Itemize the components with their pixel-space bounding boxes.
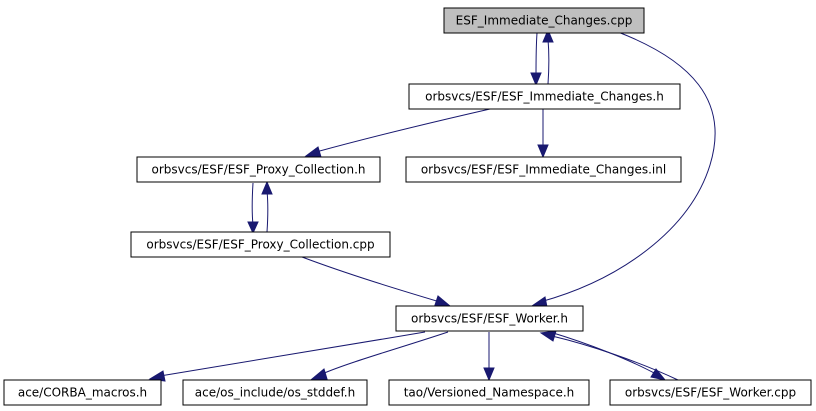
edge-worker-h-to-worker-cpp: [549, 331, 667, 381]
node-proxy-collection-h-label: orbsvcs/ESF/ESF_Proxy_Collection.h: [151, 163, 365, 177]
node-corba-macros-h[interactable]: ace/CORBA_macros.h: [3, 379, 162, 406]
node-versioned-namespace-h-label: tao/Versioned_Namespace.h: [404, 386, 575, 400]
node-proxy-collection-cpp-label: orbsvcs/ESF/ESF_Proxy_Collection.cpp: [146, 238, 374, 252]
node-immediate-changes-inl[interactable]: orbsvcs/ESF/ESF_Immediate_Changes.inl: [405, 156, 682, 183]
edge-worker-h-to-os-stddef: [310, 331, 449, 380]
edge-root-to-worker-h: [530, 31, 716, 308]
node-root[interactable]: ESF_Immediate_Changes.cpp: [443, 7, 645, 34]
node-os-stddef-h[interactable]: ace/os_include/os_stddef.h: [182, 379, 368, 406]
edge-root-to-immediate-changes-h: [530, 32, 542, 87]
node-corba-macros-h-label: ace/CORBA_macros.h: [18, 386, 147, 400]
node-versioned-namespace-h[interactable]: tao/Versioned_Namespace.h: [388, 379, 590, 406]
node-immediate-changes-h[interactable]: orbsvcs/ESF/ESF_Immediate_Changes.h: [408, 83, 681, 110]
node-worker-h[interactable]: orbsvcs/ESF/ESF_Worker.h: [395, 305, 584, 332]
node-worker-cpp[interactable]: orbsvcs/ESF/ESF_Worker.cpp: [609, 379, 812, 406]
edge-proxy-collection-cpp-to-h: [261, 180, 273, 233]
node-worker-cpp-label: orbsvcs/ESF/ESF_Worker.cpp: [625, 386, 796, 400]
edge-worker-h-to-corba-macros: [148, 331, 426, 382]
edge-proxy-collection-cpp-to-worker-h: [301, 256, 452, 307]
edge-worker-h-to-versioned-namespace: [483, 332, 495, 382]
edge-proxy-collection-h-to-cpp: [247, 182, 259, 235]
edge-immediate-changes-h-to-proxy-collection-h: [304, 108, 491, 158]
node-proxy-collection-cpp[interactable]: orbsvcs/ESF/ESF_Proxy_Collection.cpp: [130, 231, 391, 258]
node-immediate-changes-h-label: orbsvcs/ESF/ESF_Immediate_Changes.h: [425, 90, 664, 104]
node-os-stddef-h-label: ace/os_include/os_stddef.h: [195, 386, 355, 400]
node-immediate-changes-inl-label: orbsvcs/ESF/ESF_Immediate_Changes.inl: [421, 163, 666, 177]
node-worker-h-label: orbsvcs/ESF/ESF_Worker.h: [411, 312, 568, 326]
node-root-label: ESF_Immediate_Changes.cpp: [456, 14, 633, 28]
edge-immediate-changes-h-to-root: [542, 28, 554, 85]
edge-worker-cpp-to-worker-h: [539, 330, 679, 381]
node-proxy-collection-h[interactable]: orbsvcs/ESF/ESF_Proxy_Collection.h: [136, 156, 381, 183]
edge-immediate-changes-h-to-inl: [537, 109, 549, 159]
